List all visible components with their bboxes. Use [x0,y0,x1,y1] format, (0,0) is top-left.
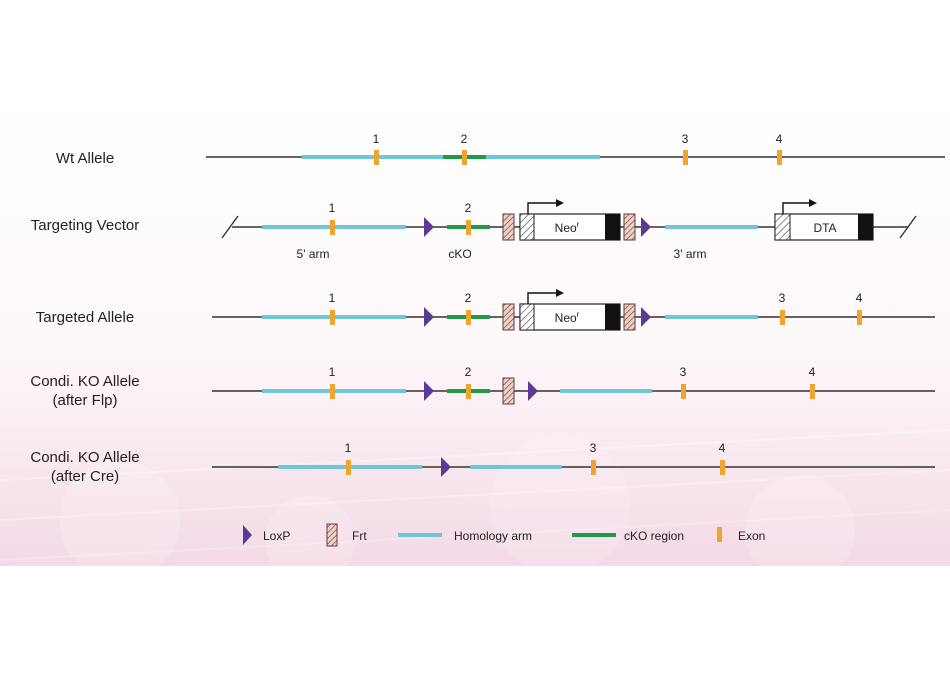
legend-homology-icon [398,533,442,537]
flp-frt [502,377,515,405]
vector-break-right [899,215,917,239]
flp-exon-label-4: 4 [809,365,816,379]
vector-neo-label: Neor [555,220,580,235]
flp-loxp-1 [424,381,434,401]
vector-frt-2 [623,213,636,241]
wt-exon-label-1: 1 [373,132,380,146]
row-condi-ko-after-cre: 1 3 4 [212,441,935,477]
vector-neo-promoter-arrow [527,202,558,214]
flp-exon-label-2: 2 [465,365,472,379]
targeted-neo-promoter-arrow [527,292,558,304]
targeted-frt-2 [623,303,636,331]
targeted-exon-label-3: 3 [779,291,786,305]
legend-exon-label: Exon [738,529,765,543]
vector-exon-2 [466,220,471,235]
row-label-targeted-allele: Targeted Allele [35,309,135,326]
targeted-neo-label: Neor [555,310,580,325]
cre-loxp [441,457,451,477]
vector-dta-cassette: DTA [774,199,874,241]
flp-exon-2 [466,384,471,399]
row-label-condi-ko-cre-line2: (after Cre) [50,468,120,485]
row-label-condi-ko-flp-line1: Condi. KO Allele [30,373,140,390]
targeted-exon-label-2: 2 [465,291,472,305]
legend-exon-icon [717,527,722,542]
targeted-exon-4 [857,310,862,325]
vector-5arm-label: 5' arm [297,247,330,261]
vector-exon-label-2: 2 [465,201,472,215]
targeted-loxp-2 [641,307,651,327]
row-label-condi-ko-cre-line1: Condi. KO Allele [30,449,140,466]
row-label-condi-ko-flp-line2: (after Flp) [52,392,118,409]
vector-loxp-2 [641,217,651,237]
legend-cko-label: cKO region [624,529,684,543]
vector-break-left [221,215,239,239]
vector-frt-1 [502,213,515,241]
flp-exon-1 [330,384,335,399]
targeted-exon-1 [330,310,335,325]
targeted-frt-1 [502,303,515,331]
legend-frt-icon [326,523,338,547]
targeted-loxp-1 [424,307,434,327]
cre-exon-label-4: 4 [719,441,726,455]
row-label-condi-ko-cre: Condi. KO Allele (after Cre) [0,448,170,486]
vector-neo-cassette: Neor [519,199,621,241]
targeted-neo-cassette: Neor [519,289,621,331]
row-condi-ko-after-flp: 1 2 3 4 [212,365,935,405]
vector-loxp-1 [424,217,434,237]
flp-loxp-2 [528,381,538,401]
wt-exon-3 [683,150,688,165]
row-targeting-vector: 1 2 Neor DTA 5' arm [221,199,917,261]
vector-3arm-label: 3' arm [674,247,707,261]
legend-homology-label: Homology arm [454,529,532,543]
vector-exon-1 [330,220,335,235]
legend-cko-icon [572,533,616,537]
cre-exon-label-3: 3 [590,441,597,455]
cre-exon-label-1: 1 [345,441,352,455]
targeted-homology-3arm [665,315,758,319]
row-label-condi-ko-flp: Condi. KO Allele (after Flp) [0,372,170,410]
flp-exon-label-1: 1 [329,365,336,379]
wt-exon-2 [462,150,467,165]
vector-dta-label: DTA [813,221,836,235]
legend: LoxP Frt Homology arm cKO region Exon [243,523,765,547]
flp-homology-3arm [560,389,652,393]
row-label-targeting-vector: Targeting Vector [30,217,140,234]
wt-exon-4 [777,150,782,165]
flp-exon-4 [810,384,815,399]
targeted-exon-label-1: 1 [329,291,336,305]
targeted-exon-label-4: 4 [856,291,863,305]
row-label-wt-allele: Wt Allele [55,150,115,167]
flp-exon-label-3: 3 [680,365,687,379]
cre-exon-1 [346,460,351,475]
wt-exon-label-4: 4 [776,132,783,146]
row-wt-allele: 1 2 3 4 [206,132,945,165]
row-targeted-allele: 1 2 3 4 Neor [212,289,935,331]
targeted-exon-2 [466,310,471,325]
vector-dta-promoter-arrow [782,202,811,214]
vector-homology-3arm [665,225,758,229]
cre-homology-3arm [470,465,562,469]
cre-exon-4 [720,460,725,475]
cre-exon-3 [591,460,596,475]
wt-exon-label-3: 3 [682,132,689,146]
background-panel [0,100,950,566]
background-decoration [0,429,950,585]
targeted-exon-3 [780,310,785,325]
wt-exon-1 [374,150,379,165]
legend-loxp-icon [243,525,252,545]
legend-loxp-label: LoxP [263,529,290,543]
wt-exon-label-2: 2 [461,132,468,146]
flp-exon-3 [681,384,686,399]
vector-exon-label-1: 1 [329,201,336,215]
vector-cko-label: cKO [448,247,471,261]
legend-frt-label: Frt [352,529,367,543]
